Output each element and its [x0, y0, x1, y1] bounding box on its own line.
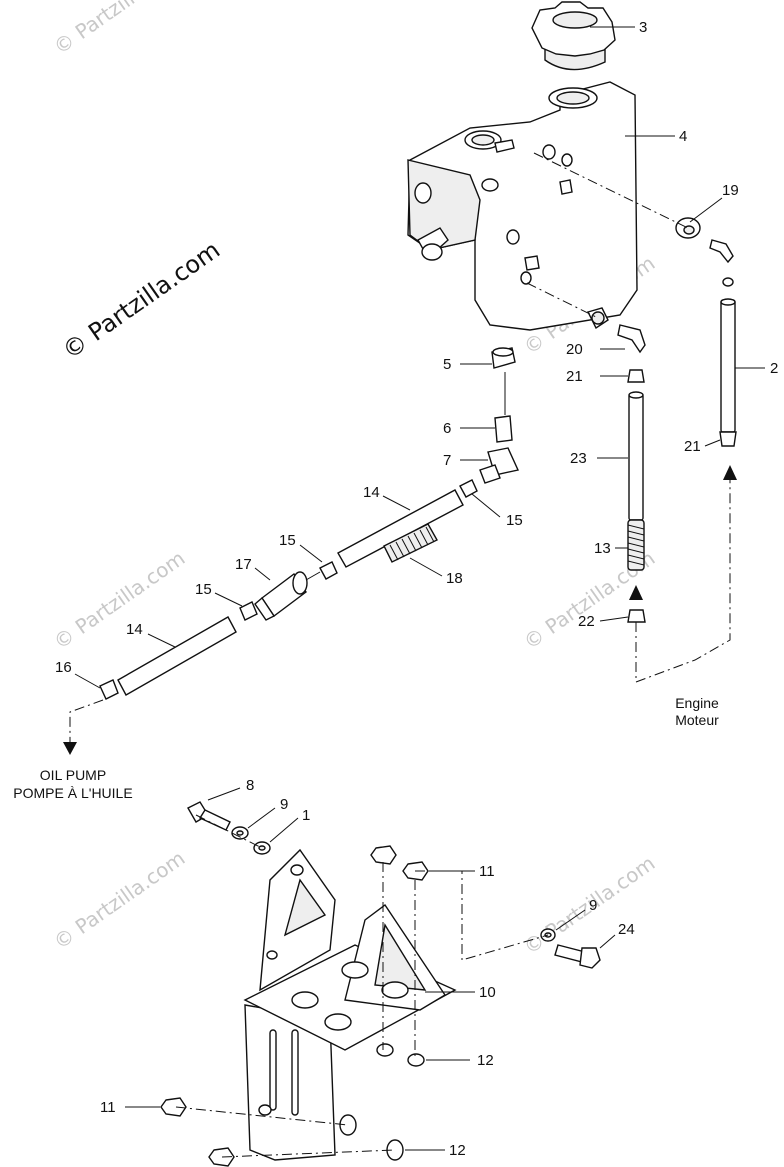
leader-lines [74, 26, 765, 1151]
elbow-fitting-upper [709, 239, 734, 264]
captions: Engine Moteur OIL PUMP POMPE À L'HUILE [13, 695, 719, 801]
bolt-24 [554, 944, 601, 969]
callout-6: 6 [443, 420, 451, 437]
oil-pump-label-fr: POMPE À L'HUILE [13, 785, 132, 801]
callout-13: 13 [594, 540, 611, 557]
oil-tank [407, 81, 638, 331]
watermark: © Partzilla.com [49, 546, 189, 654]
nut-top-left [370, 845, 397, 865]
engine-label-en: Engine [675, 695, 719, 711]
clamp-22 [627, 609, 646, 623]
callout-11: 11 [479, 863, 495, 880]
callout-9: 9 [280, 796, 288, 813]
spring-18 [383, 523, 438, 563]
callout-12: 12 [449, 1142, 466, 1159]
callout-21: 21 [684, 438, 701, 455]
callout-21: 21 [566, 368, 583, 385]
fuel-filter-17 [254, 571, 321, 621]
callout-8: 8 [246, 777, 254, 794]
callout-17: 17 [235, 556, 252, 573]
callout-18: 18 [446, 570, 463, 587]
grommet-5 [491, 347, 516, 369]
callout-15: 15 [279, 532, 296, 549]
callout-14: 14 [126, 621, 143, 638]
callout-24: 24 [618, 921, 635, 938]
callout-11: 11 [100, 1099, 116, 1116]
callout-10: 10 [479, 984, 496, 1001]
clamp-15-middle [319, 561, 338, 580]
callout-20: 20 [566, 341, 583, 358]
callout-9: 9 [589, 897, 597, 914]
hose-14-lower [117, 616, 237, 696]
nut-11-lower [160, 1097, 235, 1167]
clamp-16 [99, 679, 119, 700]
clamp-21-upper [627, 369, 645, 383]
callout-22: 22 [578, 613, 595, 630]
callout-1: 1 [302, 807, 310, 824]
oil-pump-label-en: OIL PUMP [40, 767, 106, 783]
hose-14-upper [337, 489, 464, 568]
engine-label-fr: Moteur [675, 712, 719, 728]
callout-4: 4 [679, 128, 687, 145]
callout-5: 5 [443, 356, 451, 373]
callout-15: 15 [195, 581, 212, 598]
watermark: © Partzilla.com [49, 846, 189, 954]
callouts: 3 4 19 2 20 21 21 23 13 22 5 6 7 14 15 1… [55, 19, 778, 1159]
arrow-to-oil-pump [63, 742, 77, 755]
grommet-19 [675, 217, 701, 239]
clamp-15-upper [459, 479, 478, 498]
callout-3: 3 [639, 19, 647, 36]
callout-15: 15 [506, 512, 523, 529]
washer-9-left [231, 826, 249, 840]
callout-7: 7 [443, 452, 451, 469]
clamp-15-lower [239, 601, 258, 621]
spring-13 [627, 519, 645, 571]
fitting-6 [494, 372, 513, 443]
arrow-to-engine [629, 585, 643, 600]
watermark-main: © Partzilla.com [57, 236, 225, 365]
callout-14: 14 [363, 484, 380, 501]
hose-23 [628, 391, 644, 521]
arrow-from-engine [723, 465, 737, 480]
washer-12-upper [376, 1043, 425, 1067]
grommet-20 [586, 307, 646, 354]
callout-12: 12 [477, 1052, 494, 1069]
watermark: © Partzilla.com [49, 0, 189, 59]
callout-2: 2 [770, 360, 778, 377]
valve-7 [479, 447, 519, 484]
callout-23: 23 [570, 450, 587, 467]
washer-1 [253, 841, 271, 855]
hose-2 [719, 277, 737, 447]
callout-19: 19 [722, 182, 739, 199]
bolt-8 [187, 801, 231, 831]
flow-arrows [63, 465, 737, 755]
bracket-10 [243, 848, 457, 1161]
tank-cap [531, 1, 616, 71]
washer-12-lower [339, 1114, 404, 1161]
callout-16: 16 [55, 659, 72, 676]
